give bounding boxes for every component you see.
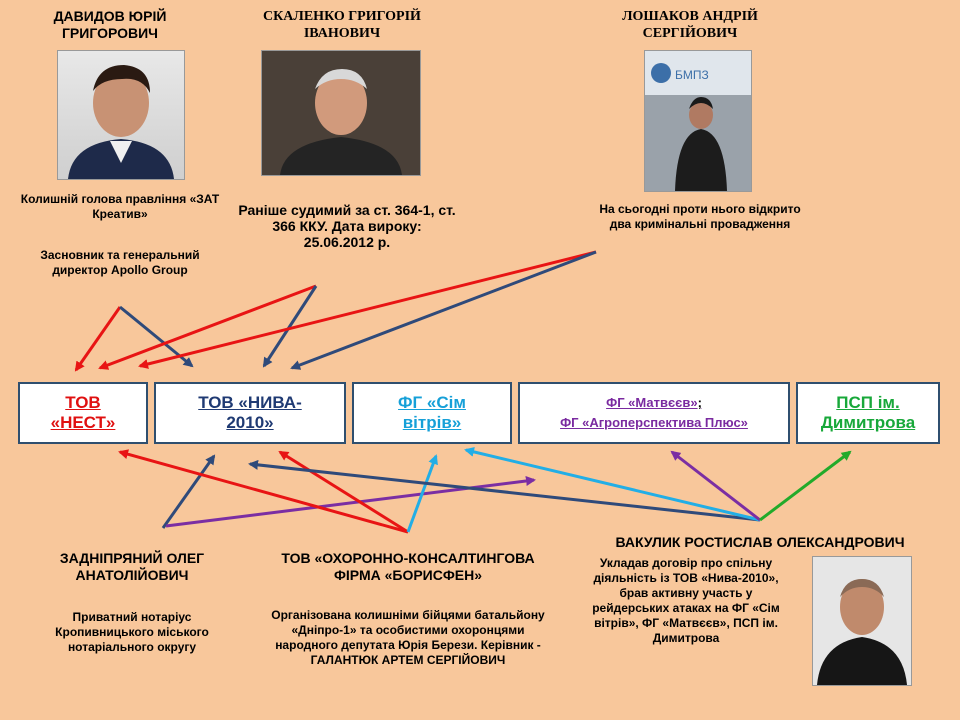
zadnipryanyi-name: ЗАДНІПРЯНИЙ ОЛЕГ АНАТОЛІЙОВИЧ [59,550,205,583]
company-box-dymytrova: ПСП ім. Димитрова [796,382,940,444]
vakulyk-photo [812,556,912,686]
company-label-nest: ТОВ «НЕСТ» [50,393,116,432]
arrow-loshakov-nyva [290,250,597,370]
arrow-borysfen-nest [118,449,409,534]
arrow-loshakov-nest [138,250,597,369]
arrow-vakulyk-dymytrova [759,450,852,522]
company-box-sim-vitriv: ФГ «Сім вітрів» [352,382,512,444]
person-portrait-icon: БМПЗ [645,51,751,191]
davydov-description-2: Засновник та генеральний директор Apollo… [40,248,200,277]
arrow-skalenko-nyva [262,285,318,368]
arrow-davydov-nest [74,306,122,372]
arrow-vakulyk-simvitriv [464,446,761,522]
company-box-nyva: ТОВ «НИВА- 2010» [154,382,346,444]
zadnipryanyi-description: Приватний нотаріус Кропивницького місько… [55,610,209,654]
vakulyk-name: ВАКУЛИК РОСТИСЛАВ ОЛЕКСАНДРОВИЧ [615,534,905,550]
company-box-nest: ТОВ «НЕСТ» [18,382,148,444]
davydov-name: ДАВИДОВ ЮРІЙ ГРИГОРОВИЧ [53,8,167,41]
company-label-agroperspektyva: ФГ «Агроперспектива Плюс» [560,415,748,430]
loshakov-sign-text: БМПЗ [675,68,709,82]
arrow-borysfen-nyva [278,450,409,534]
skalenko-description: Раніше судимий за ст. 364-1, ст. 366 ККУ… [238,202,456,250]
arrow-borysfen-simvitriv [406,454,438,533]
borysfen-description: Організована колишніми бійцями батальйон… [271,608,545,667]
arrow-zadnipryanyi-matvieiev [165,476,536,528]
borysfen-name: ТОВ «ОХОРОННО-КОНСАЛТИНГОВА ФІРМА «БОРИС… [281,550,535,583]
davydov-description-1: Колишній голова правління «ЗАТ Креатив» [20,192,220,221]
person-portrait-icon [262,51,420,175]
company-label-sim-vitriv: ФГ «Сім вітрів» [398,393,466,432]
skalenko-photo [261,50,421,176]
person-portrait-icon [68,65,174,179]
company-label-dymytrova: ПСП ім. Димитрова [820,393,916,432]
arrow-zadnipryanyi-nyva [161,454,216,529]
vakulyk-description: Укладав договір про спільну діяльність і… [592,556,780,645]
skalenko-name: СКАЛЕНКО ГРИГОРІЙ ІВАНОВИЧ [263,9,421,41]
arrow-skalenko-nest [98,284,317,370]
loshakov-description: На сьогодні проти нього відкрито два кри… [599,202,801,231]
arrow-vakulyk-nyva [248,459,761,522]
company-label-nyva: ТОВ «НИВА- 2010» [198,393,302,432]
company-label-matvieiev: ФГ «Матвєєв» [606,395,698,410]
loshakov-name: ЛОШАКОВ АНДРІЙ СЕРГІЙОВИЧ [622,9,758,41]
arrow-vakulyk-matvieiev [670,450,761,522]
company-box-matvieiev: ФГ «Матвєєв»; ФГ «Агроперспектива Плюс» [518,382,790,444]
person-portrait-icon [813,557,911,685]
davydov-photo [57,50,185,180]
loshakov-photo: БМПЗ [644,50,752,192]
